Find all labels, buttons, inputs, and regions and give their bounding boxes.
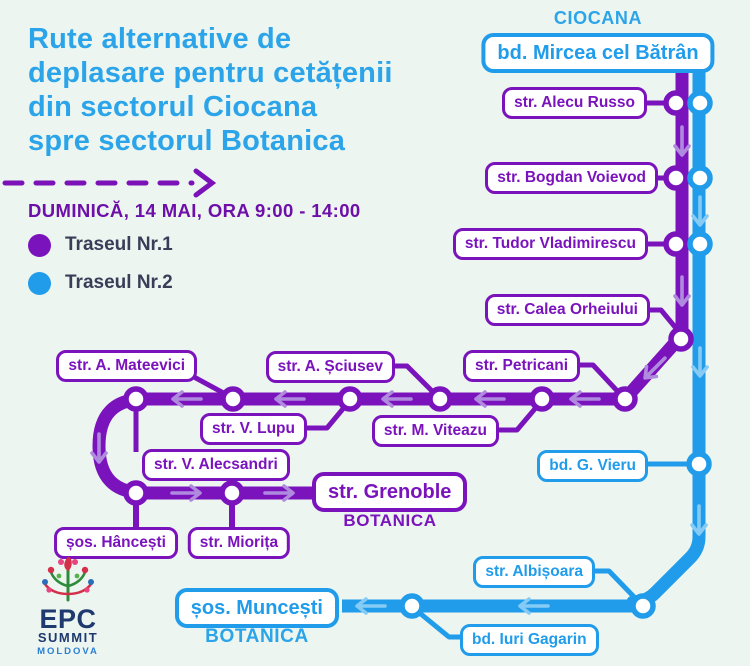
- station-petricani: str. Petricani: [462, 350, 580, 382]
- station-mateevici: str. A. Mateevici: [56, 350, 197, 382]
- logo-country-text: MOLDOVA: [37, 646, 99, 657]
- legend: Traseul Nr.1 Traseul Nr.2: [28, 233, 173, 309]
- legend-item-route2: Traseul Nr.2: [28, 271, 173, 295]
- station-g-vieru: bd. G. Vieru: [537, 450, 648, 482]
- route2-direction-arrows: [355, 195, 709, 615]
- district-label-ciocana: CIOCANA: [553, 8, 643, 28]
- legend-route2-label: Traseul Nr.2: [65, 272, 173, 293]
- title-line-3: din sectorul Ciocana: [28, 91, 318, 123]
- schedule-text: DUMINICĂ, 14 MAI, ORA 9:00 - 14:00: [28, 200, 361, 221]
- dashed-arrow-icon: [2, 168, 217, 198]
- station-alecu-russo: str. Alecu Russo: [502, 87, 647, 119]
- station-tudor-vladimirescu: str. Tudor Vladimirescu: [452, 228, 648, 260]
- station-hancesti: șos. Hâncești: [54, 527, 178, 559]
- route1-color-dot-icon: [28, 233, 51, 257]
- route1-station-dots: [123, 90, 694, 506]
- route2-color-dot-icon: [28, 271, 51, 295]
- station-v-alecsandri: str. V. Alecsandri: [142, 449, 290, 481]
- page-title: Rute alternative de deplasare pentru cet…: [28, 22, 393, 158]
- station-v-lupu: str. V. Lupu: [200, 413, 307, 445]
- title-line-1: Rute alternative de: [28, 23, 292, 55]
- route2-station-dots: [399, 90, 713, 619]
- route1-direction-arrows: [90, 125, 691, 502]
- logo-sub-text: SUMMIT: [37, 630, 99, 645]
- station-iuri-gagarin: bd. Iuri Gagarin: [460, 624, 599, 656]
- legend-route1-label: Traseul Nr.1: [65, 234, 173, 255]
- district-label-botanica-route2: BOTANICA: [205, 626, 309, 647]
- station-bogdan-voievod: str. Bogdan Voievod: [485, 162, 658, 194]
- logo-name-text: EPC: [39, 604, 97, 634]
- folk-flower-icon: [42, 557, 94, 602]
- station-miorita: str. Miorița: [187, 527, 291, 559]
- title-line-4: spre sectorul Botanica: [28, 125, 346, 157]
- station-mircea-cel-batran: bd. Mircea cel Bătrân: [481, 33, 715, 73]
- epc-summit-logo: EPC SUMMIT MOLDOVA: [28, 556, 108, 658]
- district-label-botanica-route1: BOTANICA: [343, 511, 437, 530]
- legend-item-route1: Traseul Nr.1: [28, 233, 173, 257]
- station-m-viteazu: str. M. Viteazu: [371, 415, 499, 447]
- station-muncesti: șos. Muncești: [174, 588, 339, 628]
- station-albisoara: str. Albișoara: [473, 556, 595, 588]
- station-sciusev: str. A. Șciusev: [265, 351, 395, 383]
- station-calea-orheiului: str. Calea Orheiului: [484, 294, 650, 326]
- station-grenoble: str. Grenoble: [312, 472, 468, 512]
- title-line-2: deplasare pentru cetățenii: [28, 57, 393, 89]
